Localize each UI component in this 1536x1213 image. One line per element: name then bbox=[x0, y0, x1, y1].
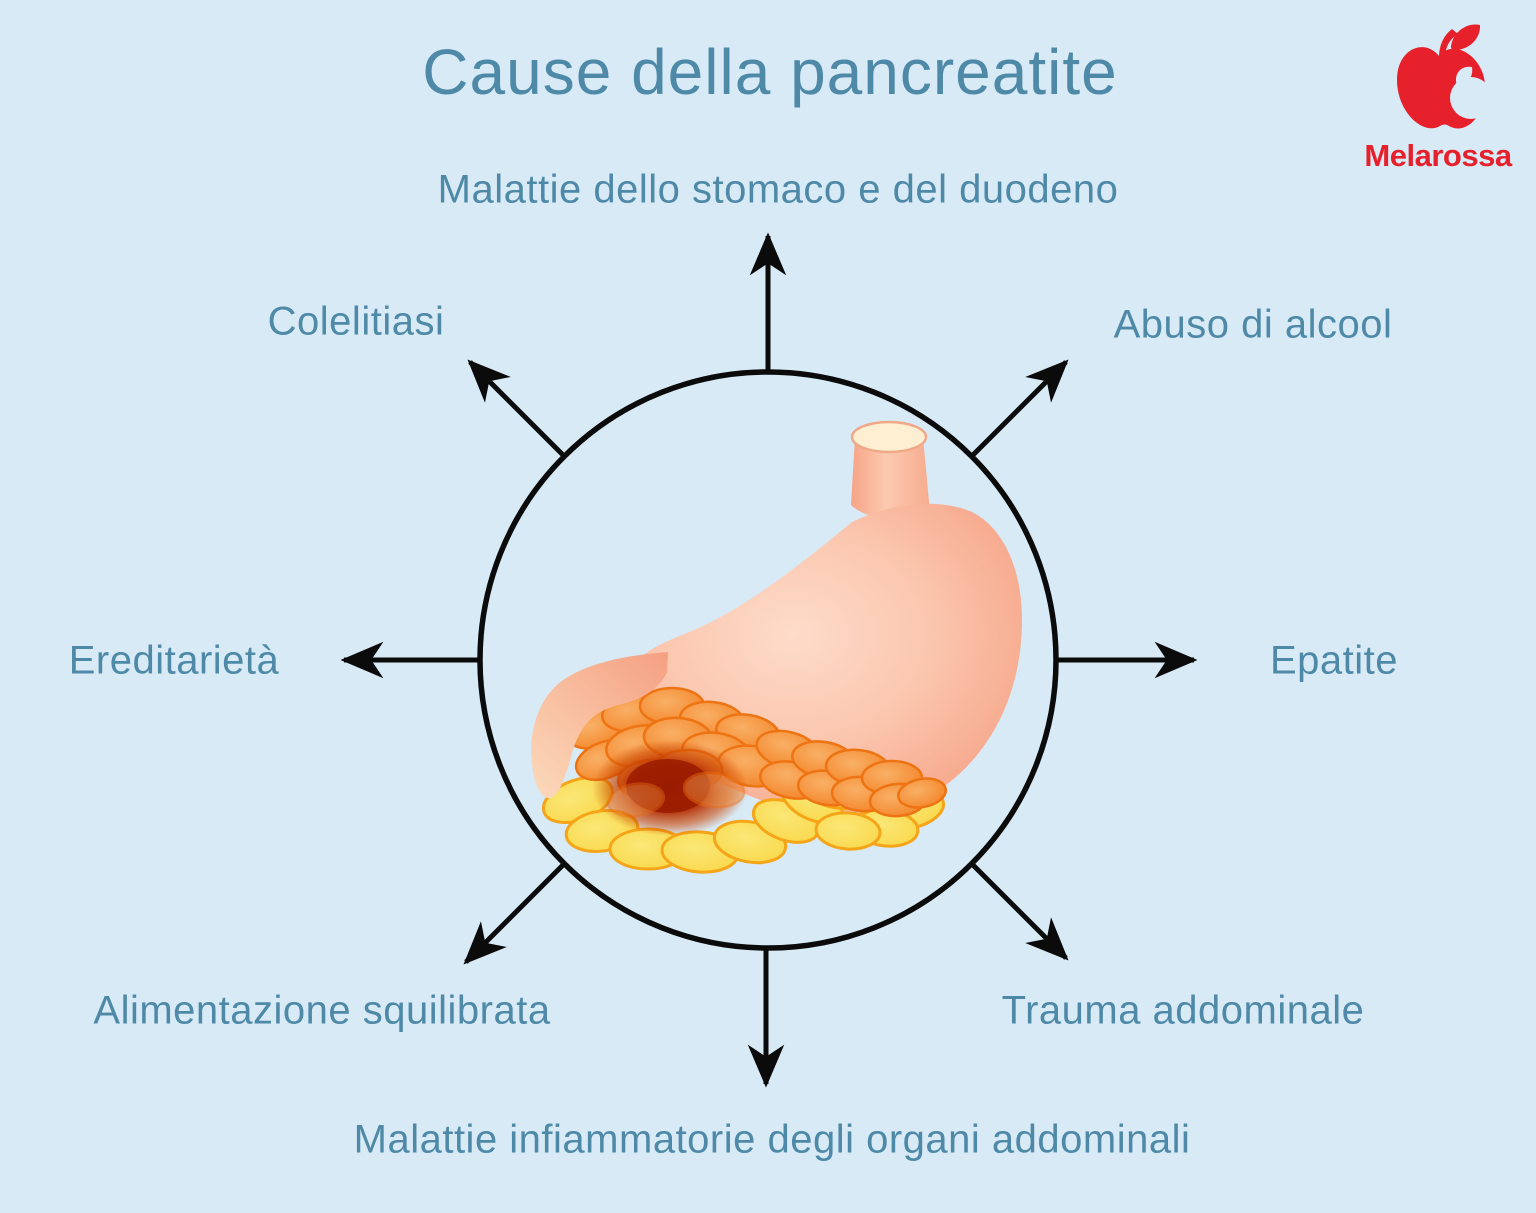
pancreas bbox=[541, 686, 948, 874]
melarossa-apple-icon bbox=[1397, 24, 1492, 129]
brand-name: Melarossa bbox=[1364, 138, 1512, 173]
diagram-arrows bbox=[340, 232, 1198, 1088]
arrow-top-right bbox=[970, 359, 1069, 458]
arrow-bottom-right bbox=[970, 862, 1069, 961]
cause-label-top-right: Abuso di alcool bbox=[1113, 302, 1393, 347]
cause-label-bottom: Malattie infiammatorie degli organi addo… bbox=[353, 1117, 1191, 1162]
cause-label-top: Malattie dello stomaco e del duodeno bbox=[437, 167, 1119, 212]
cause-label-bottom-left: Alimentazione squilibrata bbox=[93, 988, 551, 1033]
esophagus bbox=[850, 420, 930, 520]
duodenum bbox=[531, 652, 668, 799]
cause-label-bottom-right: Trauma addominale bbox=[1001, 988, 1365, 1033]
stomach-pancreas-illustration bbox=[531, 420, 1022, 874]
cause-label-top-left: Colelitiasi bbox=[267, 299, 445, 344]
arrow-bottom-left bbox=[463, 862, 566, 965]
page-title: Cause della pancreatite bbox=[422, 36, 1118, 108]
arrow-top-left bbox=[467, 359, 566, 458]
cause-label-right: Epatite bbox=[1269, 638, 1399, 683]
cause-label-left: Ereditarietà bbox=[68, 638, 280, 683]
